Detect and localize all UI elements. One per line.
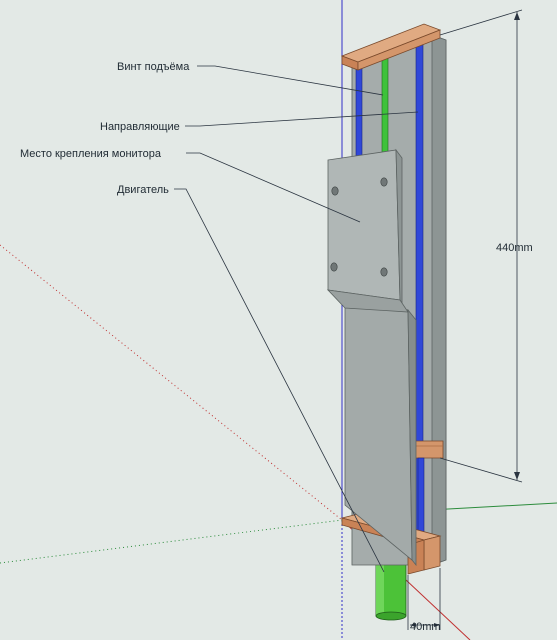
label-height-dimension: 440mm [496, 242, 533, 254]
label-motor: Двигатель [117, 184, 169, 196]
label-lift-screw: Винт подъёма [117, 61, 190, 73]
axis-green-dotted [0, 519, 343, 564]
leader-guides [185, 111, 419, 127]
motor-cylinder [375, 557, 407, 621]
lift-screw-rod [381, 49, 389, 159]
leader-lift-screw [197, 65, 384, 96]
top-wood-block [340, 23, 442, 71]
axis-green-solid [429, 502, 557, 511]
guide-rod-left [355, 54, 363, 166]
mount-hole-top-right [380, 177, 388, 187]
mount-hole-top-left [331, 186, 339, 196]
leader-motor [174, 188, 385, 573]
mount-hole-bottom-left [330, 262, 338, 272]
dimension-height [439, 9, 523, 483]
dimension-width [407, 568, 441, 630]
label-guides: Направляющие [100, 121, 180, 133]
leader-lines [174, 65, 419, 573]
label-monitor-mount: Место крепления монитора [20, 148, 162, 160]
mount-hole-bottom-right [380, 267, 388, 277]
leader-monitor-mount [186, 152, 361, 223]
label-width-dimension: 40mm [410, 621, 441, 633]
middle-wood-block [414, 440, 444, 459]
guide-rod-lower [417, 457, 425, 539]
axis-red-dotted [0, 244, 343, 521]
monitor-mount-plate [326, 148, 409, 313]
